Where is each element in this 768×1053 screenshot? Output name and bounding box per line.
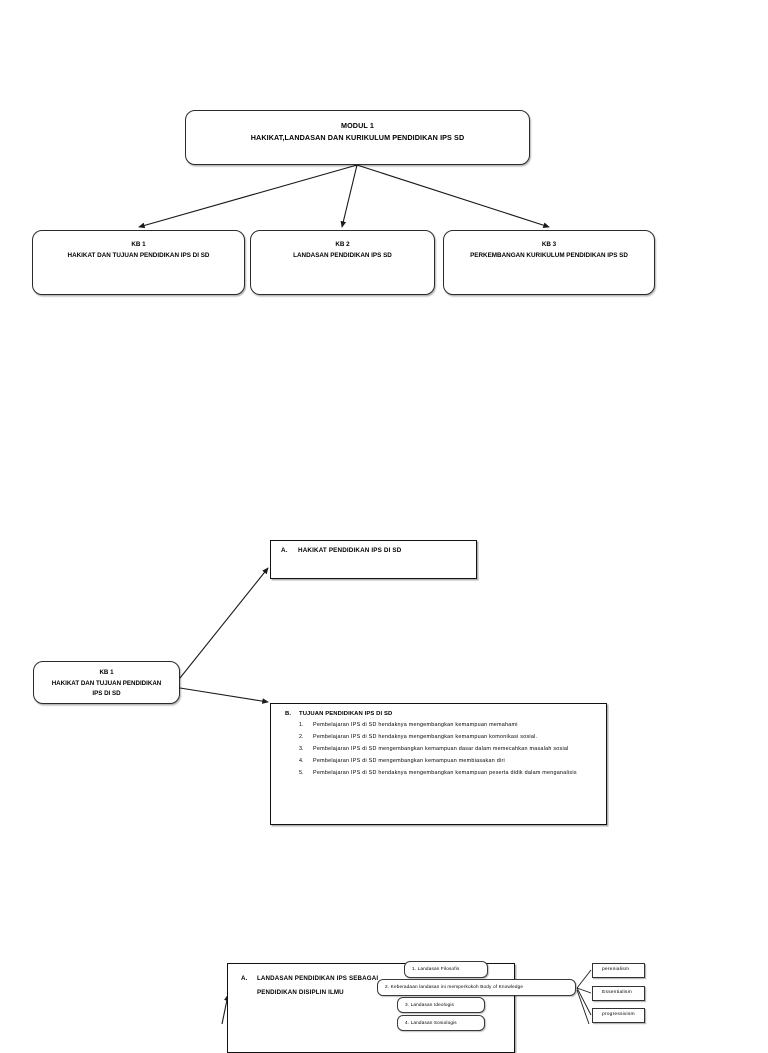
- kb-1-number: KB 1: [131, 241, 146, 248]
- kb-1-detail-number: KB 1: [99, 669, 114, 676]
- kb-1-detail-title-line-2: IPS DI SD: [92, 690, 121, 697]
- node-section-a-hakikat[interactable]: A. HAKIKAT PENDIDIKAN IPS DI SD: [270, 540, 477, 579]
- list-item-text: Pembelajaran IPS di SD hendaknya mengemb…: [313, 722, 518, 728]
- bottom-section-marker: A.: [241, 975, 248, 982]
- modul-title-line-2: HAKIKAT,LANDASAN DAN KURIKULUM PENDIDIKA…: [250, 133, 465, 142]
- node-kb-3[interactable]: KB 3 PERKEMBANGAN KURIKULUM PENDIDIKAN I…: [443, 230, 655, 295]
- section-b-heading: B. TUJUAN PENDIDIKAN IPS DI SD: [285, 711, 597, 717]
- section-a-heading: A. HAKIKAT PENDIDIKAN IPS DI SD: [281, 547, 476, 554]
- connector-landasan2-to-term-2: [576, 987, 592, 994]
- section-a-heading-text: HAKIKAT PENDIDIKAN IPS DI SD: [298, 547, 402, 554]
- kb-2-title: LANDASAN PENDIDIKAN IPS SD: [293, 252, 392, 259]
- connector-landasan2-to-term-4: [576, 989, 590, 1024]
- connector-landasan2-to-term-3: [576, 987, 592, 1016]
- connector-root-to-kb1: [138, 164, 358, 229]
- node-modul-1[interactable]: MODUL 1 HAKIKAT,LANDASAN DAN KURIKULUM P…: [185, 110, 530, 165]
- node-term-essentialism[interactable]: Essentialism: [592, 986, 645, 1001]
- connector-kb1-to-section-b: [179, 687, 269, 704]
- list-item: 4. Pembelajaran IPS di SD mengembangkan k…: [285, 756, 597, 767]
- list-item-number: 1.: [299, 722, 304, 728]
- bottom-section-heading-text: LANDASAN PENDIDIKAN IPS SEBAGAI: [257, 975, 379, 982]
- section-b-marker: B.: [285, 711, 292, 717]
- list-item-text: Pembelajaran IPS di SD mengembangkan kem…: [313, 746, 569, 752]
- kb-1-detail-title-line-1: HAKIKAT DAN TUJUAN PENDIDIKAN: [51, 679, 162, 687]
- list-item-text: Pembelajaran IPS di SD hendaknya mengemb…: [313, 734, 538, 740]
- node-landasan-filosofis[interactable]: 1. Landasan Filosofis: [404, 961, 488, 978]
- connector-root-to-kb2: [340, 164, 358, 228]
- list-item: 3. Pembelajaran IPS di SD mengembangkan k…: [285, 744, 597, 755]
- kb-3-title: PERKEMBANGAN KURIKULUM PENDIDIKAN IPS SD: [470, 252, 628, 259]
- bottom-section-heading-line-2: PENDIDIKAN DISIPLIN ILMU: [257, 989, 344, 996]
- connector-root-to-kb3: [356, 164, 550, 228]
- list-item-number: 3.: [299, 746, 304, 752]
- node-kb-1-detail[interactable]: KB 1 HAKIKAT DAN TUJUAN PENDIDIKAN IPS D…: [33, 661, 180, 704]
- list-item-number: 4.: [299, 758, 304, 764]
- node-section-b-tujuan[interactable]: B. TUJUAN PENDIDIKAN IPS DI SD 1. Pembelaj…: [270, 703, 607, 825]
- list-item: 2. Pembelajaran IPS di SD hendaknya menge…: [285, 732, 597, 743]
- bottom-section-heading-line-1: A. LANDASAN PENDIDIKAN IPS SEBAGAI: [241, 972, 514, 986]
- list-item-number: 5.: [299, 770, 304, 776]
- list-item-number: 2.: [299, 734, 304, 740]
- section-b-heading-text: TUJUAN PENDIDIKAN IPS DI SD: [299, 711, 393, 717]
- list-item: 1. Pembelajaran IPS di SD hendaknya menge…: [285, 720, 597, 731]
- node-landasan-ideologis[interactable]: 3. Landasan Ideologis: [397, 997, 485, 1013]
- list-item: 5. Pembelajaran IPS di SD hendaknya menge…: [285, 768, 597, 779]
- kb-2-number: KB 2: [335, 241, 350, 248]
- node-landasan-sosiologis[interactable]: 4. Landasan Sosiologis: [397, 1015, 485, 1031]
- node-kb-2[interactable]: KB 2 LANDASAN PENDIDIKAN IPS SD: [250, 230, 435, 295]
- section-a-marker: A.: [281, 547, 288, 554]
- diagram-canvas: MODUL 1 HAKIKAT,LANDASAN DAN KURIKULUM P…: [32, 110, 655, 1053]
- modul-title-line-1: MODUL 1: [341, 121, 374, 130]
- node-term-perenialism[interactable]: perenialism: [592, 963, 645, 978]
- list-item-text: Pembelajaran IPS di SD hendaknya mengemb…: [313, 770, 577, 776]
- kb-1-title: HAKIKAT DAN TUJUAN PENDIDIKAN IPS DI SD: [67, 252, 210, 259]
- connector-kb1-to-section-a: [179, 567, 269, 679]
- connector-landasan2-to-term-1: [576, 969, 592, 989]
- node-kb-1[interactable]: KB 1 HAKIKAT DAN TUJUAN PENDIDIKAN IPS D…: [32, 230, 245, 295]
- list-item-text: Pembelajaran IPS di SD mengembangkan kem…: [313, 758, 505, 764]
- kb-3-number: KB 3: [541, 241, 557, 248]
- node-term-progressivism[interactable]: progressivism: [592, 1008, 645, 1023]
- section-b-list: 1. Pembelajaran IPS di SD hendaknya menge…: [285, 720, 597, 779]
- node-landasan-body-of-knowledge[interactable]: 2. Keberadaan landasan ini memperkokoh B…: [377, 979, 576, 996]
